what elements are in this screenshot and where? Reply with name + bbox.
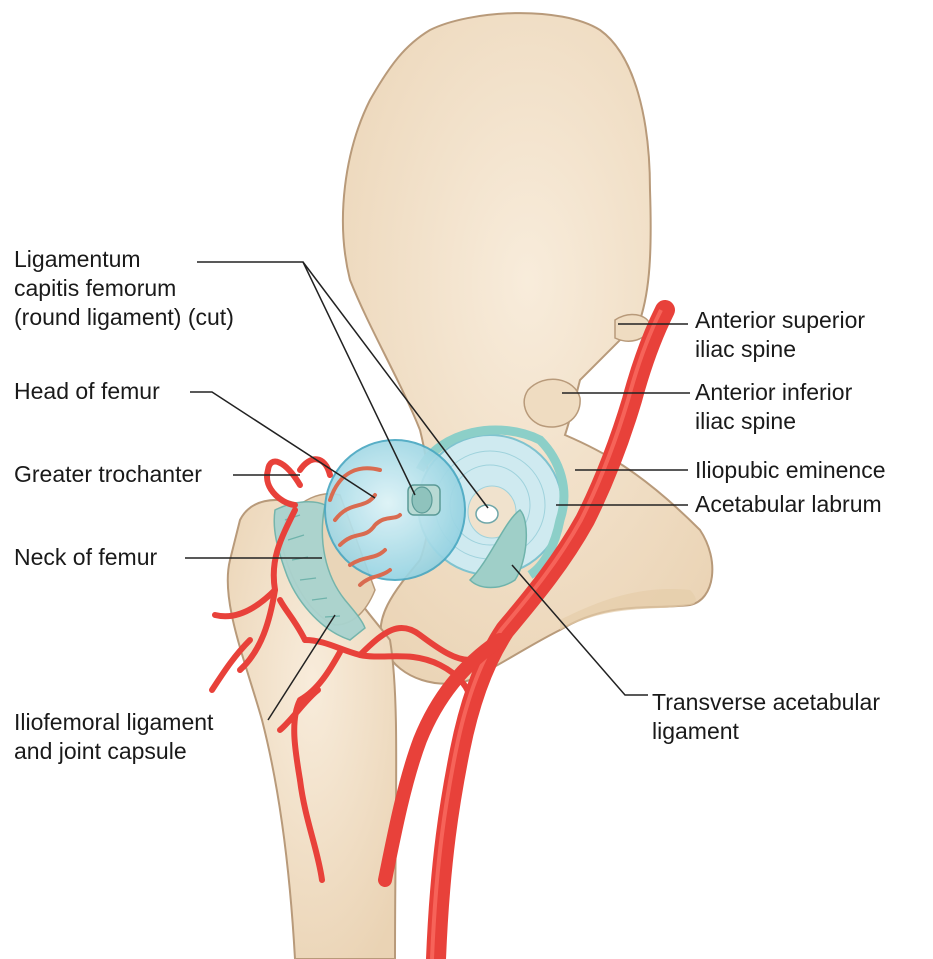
label-ligamentum-capitis: Ligamentum capitis femorum (round ligame… — [14, 245, 234, 332]
label-greater-trochanter: Greater trochanter — [14, 460, 202, 489]
label-aiis: Anterior inferior iliac spine — [695, 378, 852, 436]
label-asis: Anterior superior iliac spine — [695, 306, 865, 364]
label-head-of-femur: Head of femur — [14, 377, 160, 406]
label-transverse-acetabular: Transverse acetabular ligament — [652, 688, 880, 746]
label-iliofemoral: Iliofemoral ligament and joint capsule — [14, 708, 213, 766]
label-neck-of-femur: Neck of femur — [14, 543, 157, 572]
label-acetabular-labrum: Acetabular labrum — [695, 490, 882, 519]
label-iliopubic: Iliopubic eminence — [695, 456, 886, 485]
aiis-bump — [524, 379, 580, 427]
